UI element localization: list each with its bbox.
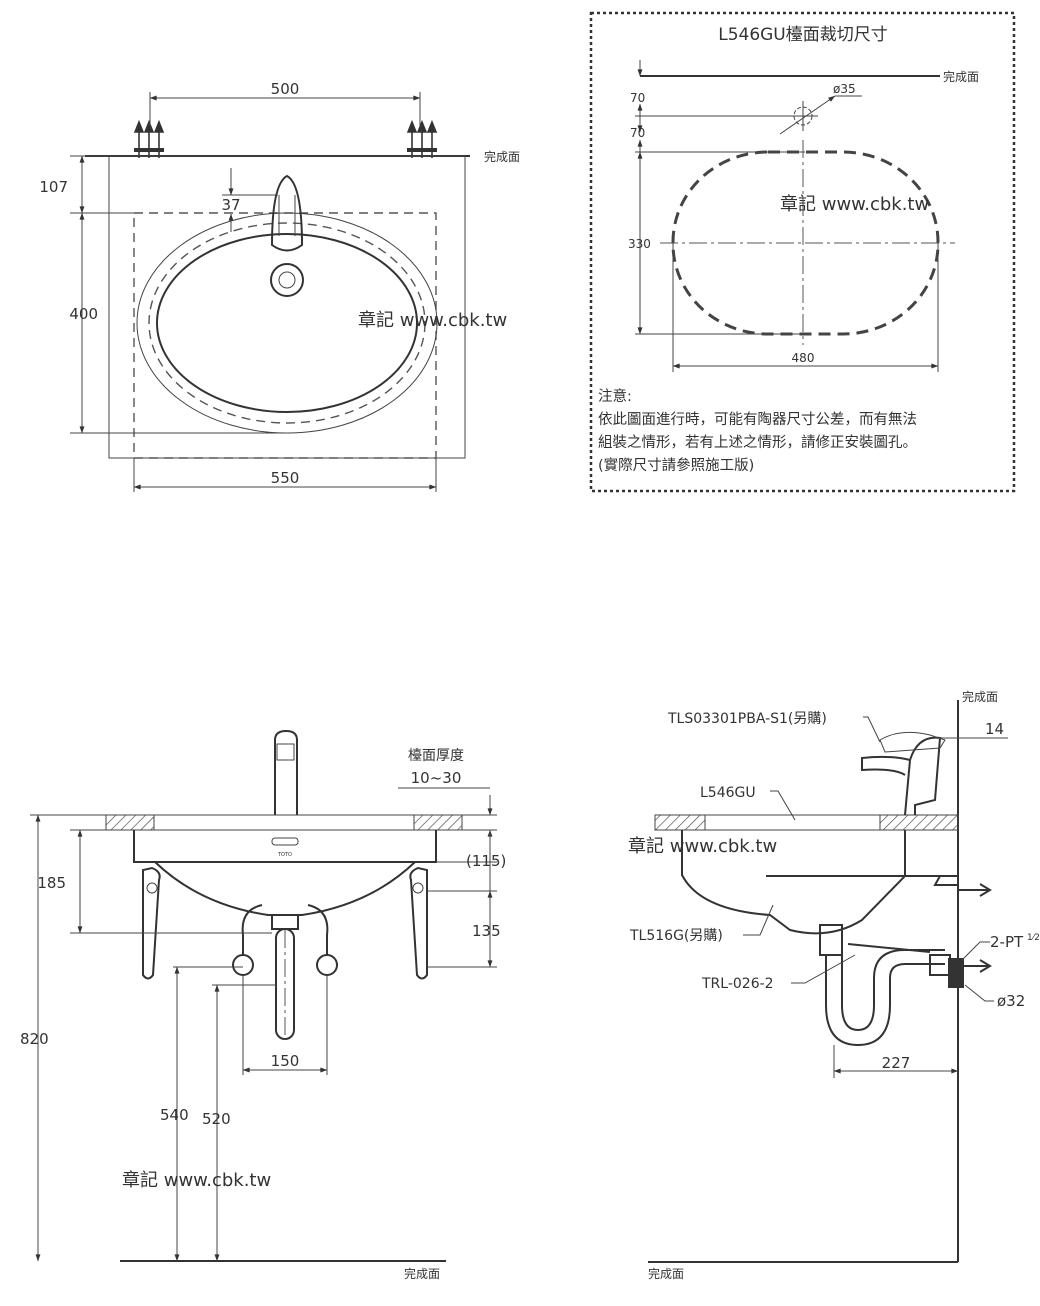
plan-drain-icon — [270, 263, 304, 297]
side-basin-icon — [681, 830, 906, 935]
side-wall-flange — [948, 958, 964, 988]
plan-dim-500: 500 — [271, 80, 300, 98]
side-finish-bottom: 完成面 — [648, 1266, 684, 1281]
plan-basin-bowl — [156, 233, 418, 413]
cutout-box-border — [589, 11, 1016, 493]
front-hose-left — [241, 904, 263, 955]
front-basin-bowl — [154, 861, 416, 916]
front-dim-540: 540 — [160, 1106, 189, 1124]
side-trap-pipe — [825, 955, 945, 1047]
front-brand-mark: TOTO — [277, 852, 292, 858]
note-line-1: 依此圖面進行時，可能有陶器尺寸公差，而有無法 — [598, 411, 917, 428]
plan-basin-dashed — [148, 222, 426, 424]
side-thread-label: 2-PT — [990, 933, 1024, 951]
side-watermark: 章記 www.cbk.tw — [628, 836, 777, 857]
plan-watermark: 章記 www.cbk.tw — [358, 310, 507, 331]
cutout-finish-label: 完成面 — [943, 69, 979, 84]
anchor-bolts-left — [133, 119, 165, 158]
cutout-box: L546GU檯面裁切尺寸 完成面 70 70 ø35 330 480 章記 ww… — [589, 11, 1016, 493]
front-valve-left — [232, 954, 254, 976]
side-faucet-icon — [861, 736, 942, 816]
plan-faucet-icon — [270, 174, 304, 252]
front-dim-820: 820 — [20, 1030, 49, 1048]
side-counter-hatch-left — [654, 814, 706, 831]
cutout-title: L546GU檯面裁切尺寸 — [718, 25, 888, 45]
plan-finish-label: 完成面 — [484, 149, 520, 164]
front-view: 完成面 TOTO 檯面厚度 10~30 — [20, 729, 506, 1281]
side-drain-diameter: ø32 — [997, 992, 1025, 1010]
front-counter-thickness-label: 檯面厚度 — [408, 748, 464, 764]
side-bracket-label: TL516G(另購) — [629, 928, 723, 944]
front-watermark: 章記 www.cbk.tw — [122, 1170, 271, 1191]
front-finish-label: 完成面 — [404, 1266, 440, 1281]
front-basin-rim — [133, 830, 437, 863]
front-dim-520: 520 — [202, 1110, 231, 1128]
front-counter-hatch-right — [413, 814, 463, 831]
front-hose-right — [307, 904, 329, 955]
plan-dim-550: 550 — [271, 469, 300, 487]
front-dim-135: 135 — [472, 922, 501, 940]
cutout-dim-70-b: 70 — [630, 126, 645, 140]
note-line-3: (實際尺寸請參照施工版) — [598, 456, 754, 474]
side-finish-top: 完成面 — [962, 689, 998, 704]
front-bracket-right — [409, 866, 428, 980]
note-line-2: 組裝之情形，若有上述之情形，請修正安裝圖孔。 — [598, 434, 917, 451]
side-pipe-label: TRL-026-2 — [701, 976, 774, 992]
side-view: 完成面 完成面 TLS03301PBA-S1(另購) L546GU TL516G… — [628, 689, 1040, 1281]
cutout-dim-70-a: 70 — [630, 91, 645, 105]
plan-dim-107: 107 — [39, 178, 68, 196]
front-bracket-left — [142, 866, 161, 980]
plan-dim-400: 400 — [69, 305, 98, 323]
plan-dim-37: 37 — [221, 196, 240, 214]
cutout-watermark: 章記 www.cbk.tw — [780, 194, 929, 215]
side-basin-label: L546GU — [700, 785, 756, 801]
note-title: 注意: — [598, 387, 632, 405]
cutout-dim-480: 480 — [792, 351, 815, 365]
front-valve-right — [316, 954, 338, 976]
cutout-oval — [671, 150, 940, 336]
side-thread-fraction: 1⁄2 — [1027, 933, 1040, 943]
front-faucet-icon — [274, 729, 298, 815]
side-dim-14: 14 — [985, 720, 1004, 738]
front-counter-hatch-left — [105, 814, 155, 831]
side-faucet-label: TLS03301PBA-S1(另購) — [667, 711, 827, 727]
side-dim-227: 227 — [882, 1054, 911, 1072]
side-wall-anchor — [958, 883, 992, 897]
side-counter-hatch-right — [879, 814, 959, 831]
front-logo-plate — [271, 837, 299, 846]
cutout-hole-diameter: ø35 — [833, 82, 856, 96]
cutout-dim-330: 330 — [628, 237, 651, 251]
anchor-bolts-right — [406, 119, 438, 158]
plan-view: 完成面 500 — [39, 80, 520, 492]
front-dim-150: 150 — [271, 1052, 300, 1070]
front-counter-thickness-range: 10~30 — [411, 769, 462, 787]
front-dim-115: (115) — [466, 852, 506, 870]
front-dim-185: 185 — [37, 874, 66, 892]
